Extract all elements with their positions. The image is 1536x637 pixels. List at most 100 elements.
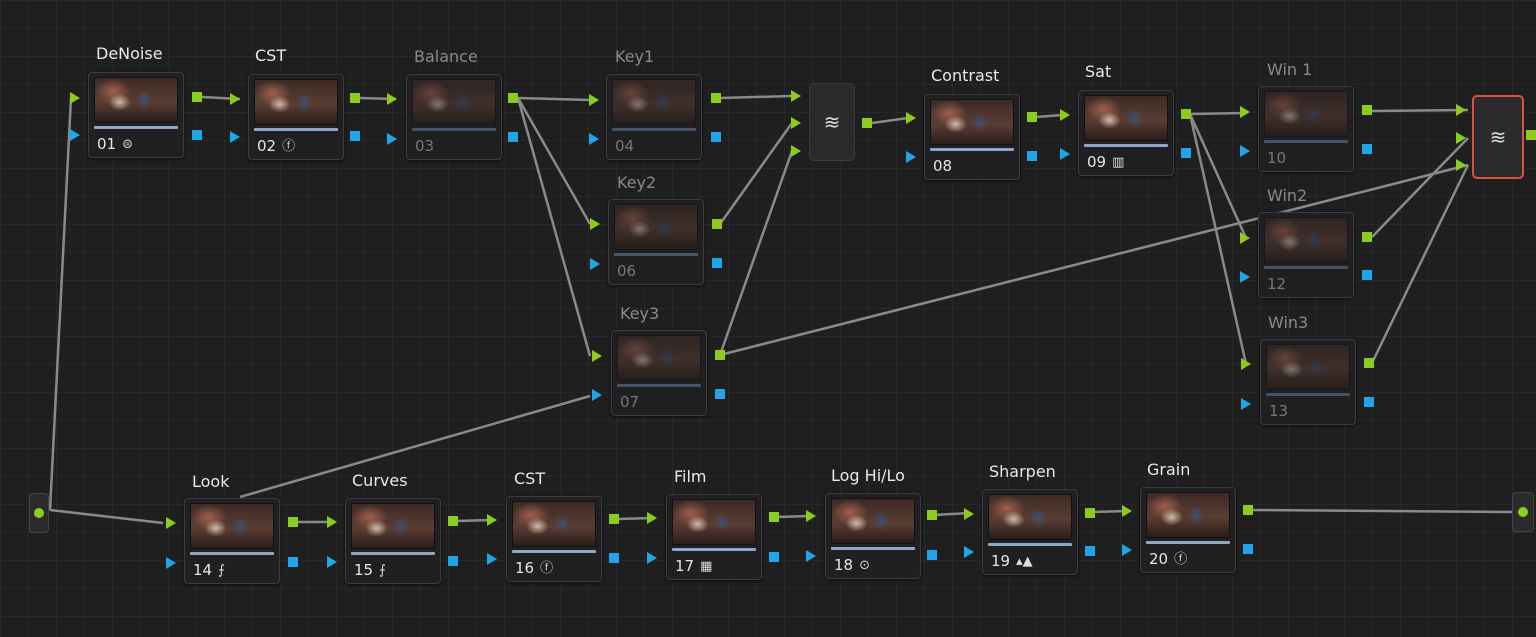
alpha-input[interactable] [387, 133, 397, 145]
mixer-input[interactable] [1456, 132, 1466, 144]
node-sat[interactable]: 09▥ [1078, 90, 1174, 176]
node-film[interactable]: 17▦ [666, 494, 762, 580]
rgb-output[interactable] [1243, 505, 1253, 515]
layer-mixer-node[interactable]: ≋ [809, 83, 855, 161]
rgb-output[interactable] [927, 510, 937, 520]
alpha-input[interactable] [1060, 148, 1070, 160]
alpha-input[interactable] [1240, 145, 1250, 157]
mixer-input[interactable] [791, 145, 801, 157]
mixer-input[interactable] [1456, 159, 1466, 171]
rgb-output[interactable] [1027, 112, 1037, 122]
alpha-output[interactable] [609, 553, 619, 563]
rgb-input[interactable] [387, 93, 397, 105]
rgb-output[interactable] [1181, 109, 1191, 119]
alpha-input[interactable] [230, 131, 240, 143]
mixer-input[interactable] [791, 117, 801, 129]
node-balance[interactable]: 03 [406, 74, 502, 160]
alpha-output[interactable] [927, 550, 937, 560]
mixer-input[interactable] [791, 90, 801, 102]
rgb-output[interactable] [1364, 358, 1374, 368]
node-curves[interactable]: 15⨍ [345, 498, 441, 584]
rgb-input[interactable] [1060, 109, 1070, 121]
alpha-input[interactable] [806, 550, 816, 562]
rgb-input[interactable] [806, 510, 816, 522]
rgb-input[interactable] [230, 93, 240, 105]
rgb-output[interactable] [192, 92, 202, 102]
rgb-output[interactable] [1526, 130, 1536, 140]
alpha-output[interactable] [1362, 144, 1372, 154]
alpha-output[interactable] [192, 130, 202, 140]
node-key3[interactable]: 07 [611, 330, 707, 416]
alpha-output[interactable] [712, 258, 722, 268]
rgb-input[interactable] [1240, 106, 1250, 118]
node-win3[interactable]: 13 [1260, 339, 1356, 425]
alpha-input[interactable] [70, 129, 80, 141]
rgb-output[interactable] [862, 118, 872, 128]
alpha-output[interactable] [1243, 544, 1253, 554]
rgb-output[interactable] [1362, 105, 1372, 115]
rgb-output[interactable] [1085, 508, 1095, 518]
alpha-output[interactable] [288, 557, 298, 567]
node-contrast[interactable]: 08 [924, 94, 1020, 180]
node-look[interactable]: 14⨍ [184, 498, 280, 584]
rgb-input[interactable] [1241, 358, 1251, 370]
rgb-input[interactable] [589, 94, 599, 106]
rgb-input[interactable] [906, 112, 916, 124]
alpha-output[interactable] [711, 132, 721, 142]
alpha-output[interactable] [1364, 397, 1374, 407]
alpha-input[interactable] [589, 133, 599, 145]
rgb-output[interactable] [508, 93, 518, 103]
alpha-input[interactable] [964, 546, 974, 558]
node-key2[interactable]: 06 [608, 199, 704, 285]
alpha-output[interactable] [448, 556, 458, 566]
rgb-input[interactable] [964, 508, 974, 520]
rgb-output[interactable] [288, 517, 298, 527]
rgb-output[interactable] [711, 93, 721, 103]
alpha-input[interactable] [327, 556, 337, 568]
node-sharpen[interactable]: 19▴▲ [982, 489, 1078, 575]
alpha-output[interactable] [1362, 270, 1372, 280]
alpha-input[interactable] [906, 151, 916, 163]
node-key1[interactable]: 04 [606, 74, 702, 160]
alpha-output[interactable] [1085, 546, 1095, 556]
alpha-output[interactable] [715, 389, 725, 399]
alpha-output[interactable] [350, 131, 360, 141]
layer-mixer-node-selected[interactable]: ≋ [1472, 95, 1524, 179]
rgb-output[interactable] [769, 512, 779, 522]
alpha-input[interactable] [166, 557, 176, 569]
alpha-output[interactable] [769, 552, 779, 562]
rgb-input[interactable] [592, 350, 602, 362]
alpha-output[interactable] [1027, 151, 1037, 161]
node-denoise[interactable]: 01⊜ [88, 72, 184, 158]
rgb-input[interactable] [327, 516, 337, 528]
rgb-output[interactable] [448, 516, 458, 526]
alpha-input[interactable] [590, 258, 600, 270]
rgb-input[interactable] [1240, 232, 1250, 244]
alpha-input[interactable] [647, 552, 657, 564]
rgb-input[interactable] [1122, 505, 1132, 517]
rgb-input[interactable] [487, 514, 497, 526]
node-win1[interactable]: 10 [1258, 86, 1354, 172]
alpha-output[interactable] [508, 132, 518, 142]
alpha-input[interactable] [487, 553, 497, 565]
alpha-input[interactable] [1241, 398, 1251, 410]
rgb-input[interactable] [70, 92, 80, 104]
alpha-input[interactable] [592, 389, 602, 401]
rgb-input[interactable] [590, 218, 600, 230]
mixer-input[interactable] [1456, 104, 1466, 116]
node-win2[interactable]: 12 [1258, 212, 1354, 298]
node-log-hilo[interactable]: 18⊙ [825, 493, 921, 579]
rgb-output[interactable] [715, 350, 725, 360]
rgb-output[interactable] [1362, 232, 1372, 242]
rgb-input[interactable] [647, 512, 657, 524]
source-input-node[interactable] [29, 493, 49, 533]
alpha-input[interactable] [1122, 544, 1132, 556]
rgb-output[interactable] [350, 93, 360, 103]
rgb-output[interactable] [609, 514, 619, 524]
output-node[interactable] [1512, 492, 1534, 532]
rgb-output[interactable] [712, 219, 722, 229]
rgb-input[interactable] [166, 517, 176, 529]
